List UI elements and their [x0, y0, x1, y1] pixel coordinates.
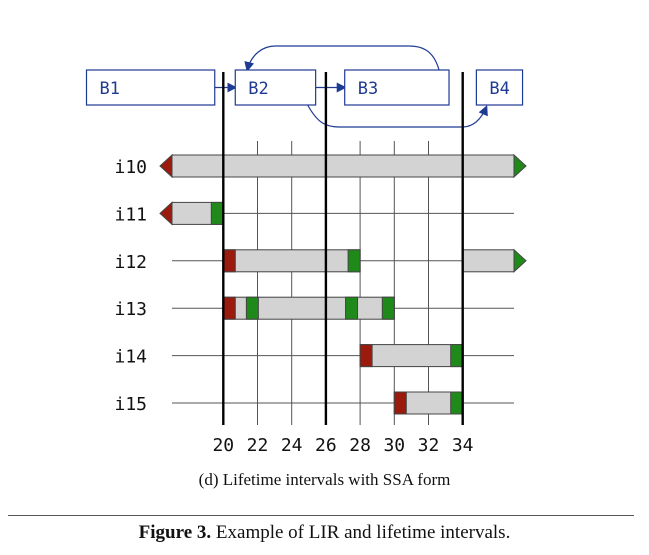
- row-i10: i10: [114, 153, 527, 179]
- tick-label-30: 30: [383, 435, 405, 456]
- block-b2: B2: [234, 69, 317, 106]
- tick-label-22: 22: [247, 435, 269, 456]
- figure-caption-text: Example of LIR and lifetime intervals.: [211, 522, 511, 543]
- basic-blocks: B1 B2 B3 B4: [85, 69, 524, 106]
- block-box: [344, 69, 450, 106]
- x-axis-ticks: 20 22 24 26 28 30 32 34: [212, 435, 473, 456]
- row-label: i13: [114, 299, 147, 320]
- block-box: [85, 69, 216, 106]
- tick-label-26: 26: [315, 435, 337, 456]
- row-i15: i15: [114, 391, 464, 415]
- block-box: [475, 69, 524, 106]
- row-i14: i14: [114, 344, 464, 368]
- def-marker: [222, 296, 236, 320]
- block-boundaries: [222, 72, 464, 425]
- interval-i10-1: [159, 153, 527, 179]
- block-b3: B3: [344, 69, 450, 106]
- use-marker: [450, 344, 464, 368]
- use-marker: [347, 249, 361, 273]
- row-label: i14: [114, 347, 147, 368]
- use-marker: [245, 296, 259, 320]
- figure-label: Figure 3.: [138, 522, 212, 543]
- interval-bar: [222, 249, 361, 273]
- control-flow-edges: [214, 45, 488, 128]
- def-marker: [222, 249, 236, 273]
- row-i13: i13: [114, 296, 395, 320]
- tick-label-24: 24: [281, 435, 303, 456]
- interval-bar: [462, 249, 515, 273]
- row-i11: i11: [114, 201, 224, 226]
- row-label: i12: [114, 252, 147, 273]
- def-marker: [359, 344, 373, 368]
- row-label: i10: [114, 157, 147, 178]
- live-out-arrow: [513, 248, 527, 273]
- def-marker: [393, 391, 407, 415]
- row-label: i15: [114, 394, 147, 415]
- interval-i13-1: [222, 296, 395, 320]
- edge-b2-b4: [307, 104, 488, 128]
- interval-i12-2: [462, 248, 527, 273]
- tick-label-34: 34: [452, 435, 474, 456]
- interval-i12-1: [222, 249, 361, 273]
- tick-label-28: 28: [349, 435, 371, 456]
- block-label: B3: [358, 79, 378, 99]
- interval-i11-1: [159, 201, 224, 226]
- block-label: B1: [100, 79, 120, 99]
- caption-divider: [8, 515, 634, 516]
- block-label: B4: [489, 79, 509, 99]
- use-marker: [450, 391, 464, 415]
- block-box: [234, 69, 317, 106]
- row-label: i11: [114, 204, 147, 225]
- interval-bar: [359, 344, 464, 368]
- use-marker: [210, 201, 224, 225]
- interval-rows: i10 i11 i12 i13 i14 i15: [114, 153, 527, 415]
- lifetime-interval-diagram: B1 B2 B3 B4 i10 i11 i12 i13 i14 i15 20 22 24 26 28 30…: [85, 45, 527, 456]
- subfigure-caption: (d) Lifetime intervals with SSA form: [198, 470, 451, 489]
- live-in-arrow: [159, 153, 173, 179]
- tick-label-32: 32: [418, 435, 440, 456]
- block-b1: B1: [85, 69, 216, 106]
- interval-i14-1: [359, 344, 464, 368]
- use-marker: [381, 296, 395, 320]
- live-in-arrow: [159, 201, 173, 226]
- block-b4: B4: [475, 69, 524, 106]
- use-marker: [345, 296, 359, 320]
- figure-caption: Figure 3. Example of LIR and lifetime in…: [0, 522, 649, 544]
- interval-i15-1: [393, 391, 464, 415]
- block-label: B2: [248, 79, 268, 99]
- edge-b3-b2: [244, 45, 440, 72]
- tick-label-20: 20: [212, 435, 234, 456]
- live-out-arrow: [513, 153, 527, 179]
